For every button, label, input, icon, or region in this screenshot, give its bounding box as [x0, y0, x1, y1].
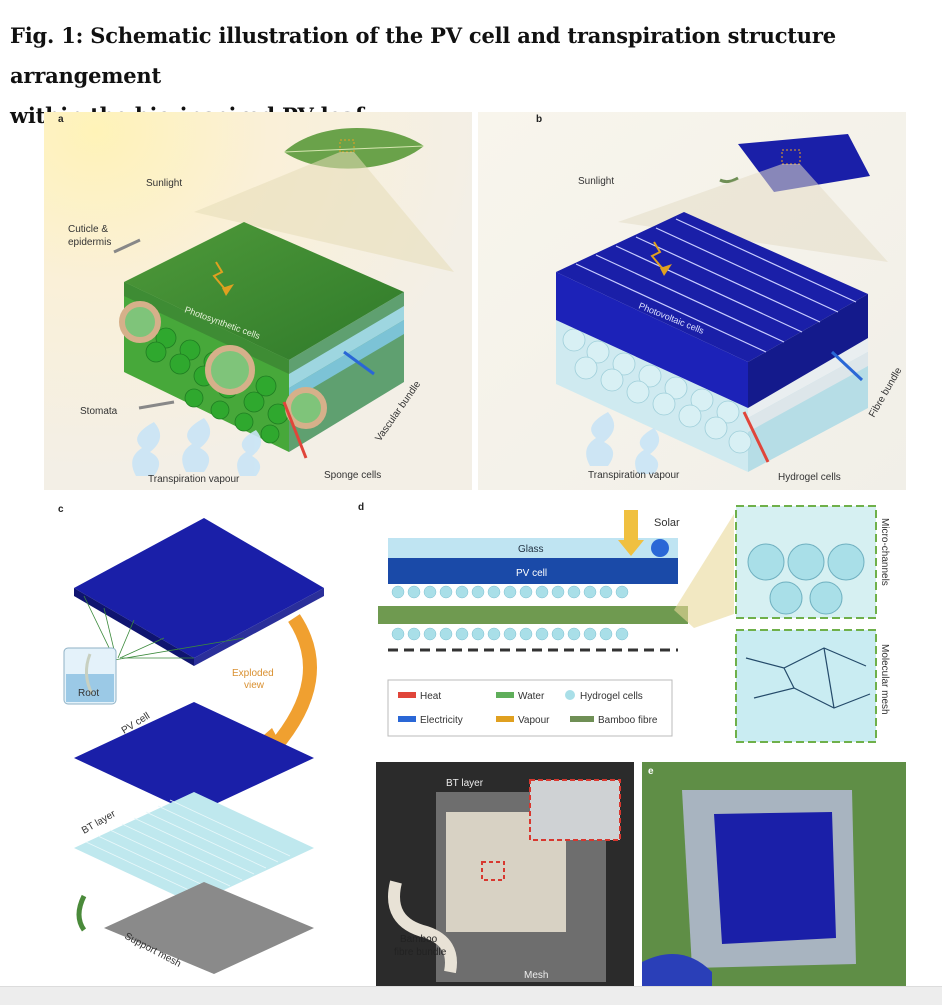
- panel-a: a Sunlight Cuticle & epidermis Photosynt…: [44, 112, 472, 490]
- pv-grid-lines: [575, 218, 857, 353]
- leaf-shape: [284, 127, 424, 169]
- label-pv-cell-d: PV cell: [516, 568, 547, 579]
- panel-a-letter: a: [58, 114, 64, 125]
- panel-c: c Root Exploded view PV cell BT layer Su…: [44, 498, 354, 998]
- vascular-arrow: [343, 350, 375, 376]
- panel-b-illustration: b Sunlight Photovoltaic cells Fibre bund…: [478, 112, 906, 490]
- glass-layer: [388, 538, 678, 558]
- panel-e: e: [642, 762, 906, 998]
- panel-a-illustration: a Sunlight Cuticle & epidermis Photosynt…: [44, 112, 472, 490]
- stomata-arrow: [138, 400, 175, 410]
- label-sunlight-a: Sunlight: [146, 178, 182, 189]
- electricity-icon: [651, 539, 669, 557]
- pv-panel: [714, 812, 836, 944]
- exploded-bt: [74, 792, 314, 904]
- exploded-mesh: [104, 882, 314, 974]
- panel-e-photo: e: [642, 762, 906, 998]
- legend-hydrogel: Hydrogel cells: [580, 691, 643, 702]
- label-sponge: Sponge cells: [324, 470, 381, 481]
- fibre-arrow: [830, 350, 864, 382]
- panel-d-illustration: d Solar Glass PV cell Micro-channels Mol…: [354, 498, 906, 762]
- caption-line-1: Fig. 1: Schematic illustration of the PV…: [10, 23, 836, 88]
- exploded-arrow: [268, 614, 317, 753]
- label-molecular-mesh: Molecular mesh: [879, 644, 890, 715]
- hydrogel-arrow: [742, 411, 770, 463]
- label-sunlight-b: Sunlight: [578, 176, 614, 187]
- label-transpiration-b: Transpiration vapour: [588, 470, 680, 481]
- figure: a Sunlight Cuticle & epidermis Photosynt…: [44, 112, 906, 1004]
- assembled-pv: [74, 518, 324, 658]
- legend-vapour: Vapour: [518, 715, 550, 726]
- hydrogel-spheres: [562, 328, 752, 454]
- photo-bt-mesh-image: BT layer Bamboo fibre bundle Mesh: [376, 762, 634, 998]
- legend-box: [387, 679, 673, 737]
- panel-c-letter: c: [58, 504, 64, 515]
- label-mesh: Mesh: [524, 970, 548, 981]
- label-hydrogel: Hydrogel cells: [778, 472, 841, 483]
- label-bamboo-1: Bamboo: [400, 934, 438, 945]
- label-root: Root: [78, 688, 99, 699]
- photo-bt-mesh: BT layer Bamboo fibre bundle Mesh: [376, 762, 634, 998]
- legend-heat: Heat: [420, 691, 441, 702]
- label-glass: Glass: [518, 544, 544, 555]
- legend-electricity: Electricity: [420, 715, 463, 726]
- exploded-pv: [74, 702, 314, 814]
- vapour-wisps: [132, 418, 262, 476]
- panel-e-letter: e: [648, 766, 654, 777]
- label-cuticle-1: Cuticle &: [68, 224, 108, 235]
- page-bottom-bar: [0, 986, 942, 1005]
- hydrogel-row: [391, 585, 629, 641]
- label-cuticle-2: epidermis: [68, 237, 111, 248]
- pv-layer: [388, 558, 678, 584]
- legend-water: Water: [518, 691, 545, 702]
- label-exploded-2: view: [244, 680, 265, 691]
- vascular-rings: [119, 301, 327, 429]
- label-micro-channels: Micro-channels: [879, 518, 890, 586]
- legend-bamboo: Bamboo fibre: [598, 715, 658, 726]
- panel-d-letter: d: [358, 502, 364, 513]
- sponge-arrow: [282, 401, 308, 459]
- cuticle-arrow: [113, 238, 141, 254]
- panel-b-letter: b: [536, 114, 542, 125]
- panel-b: b Sunlight Photovoltaic cells Fibre bund…: [478, 112, 906, 490]
- label-solar: Solar: [654, 517, 680, 529]
- panel-d: d Solar Glass PV cell Micro-channels Mol…: [354, 498, 906, 762]
- label-exploded-1: Exploded: [232, 668, 274, 679]
- panel-c-illustration: c Root Exploded view PV cell BT layer Su…: [44, 498, 354, 998]
- label-bamboo-2: fibre bundle: [394, 947, 447, 958]
- label-bt-layer-photo: BT layer: [446, 778, 484, 789]
- molecular-mesh-box: [735, 629, 877, 743]
- label-transpiration-a: Transpiration vapour: [148, 474, 240, 485]
- bamboo-fibre: [378, 606, 688, 624]
- label-stomata: Stomata: [80, 406, 118, 417]
